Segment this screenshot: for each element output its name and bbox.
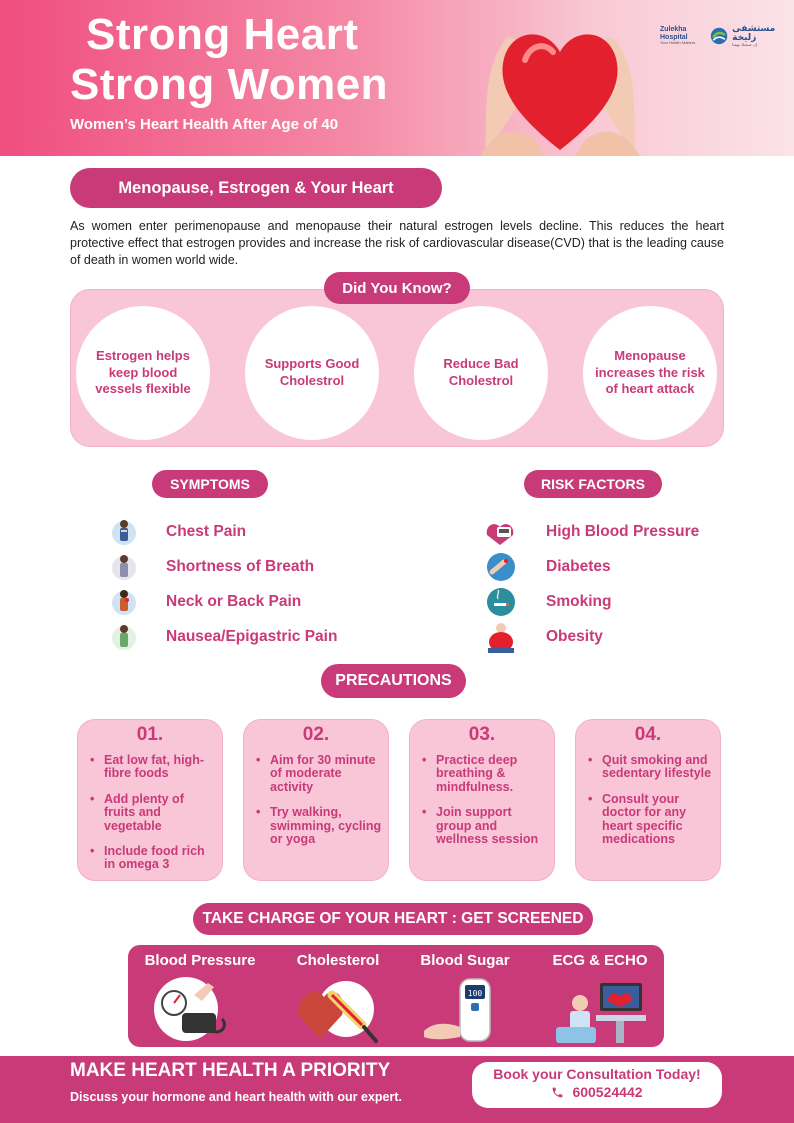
- blood-pressure-monitor-icon: [486, 524, 514, 545]
- precaution-item: Join support group and wellness session: [422, 805, 548, 846]
- logo-english: Zulekha Hospital: [660, 26, 688, 41]
- screening-label: Blood Sugar: [420, 952, 510, 969]
- precaution-item: Include food rich in omega 3: [90, 844, 216, 872]
- symptom-label: Shortness of Breath: [166, 558, 315, 575]
- logo-arabic-tag: إن صحتك تهمنا: [732, 42, 757, 47]
- header-subtitle: Women’s Heart Health After Age of 40: [70, 116, 339, 133]
- precaution-card-4: 04. Quit smoking and sedentary lifestyle…: [575, 719, 721, 881]
- title-line-1: Strong Heart: [86, 10, 359, 59]
- precaution-number: 02.: [302, 724, 330, 745]
- symptom-item: Chest Pain: [166, 523, 246, 541]
- glucometer-reading: 100: [468, 989, 483, 998]
- symptom-item: Shortness of Breath: [166, 558, 314, 576]
- risk-label: Diabetes: [546, 558, 611, 575]
- glucometer-icon: 100: [424, 978, 491, 1042]
- diabetes-icon: [487, 553, 515, 581]
- risk-label: Smoking: [546, 593, 612, 610]
- precaution-item: Try walking, swimming, cycling or yoga: [256, 805, 382, 846]
- risk-item: High Blood Pressure: [546, 523, 699, 541]
- precaution-item: Consult your doctor for any heart specif…: [588, 792, 714, 847]
- hands-holding-heart-icon: [480, 34, 640, 156]
- symptom-label: Nausea/Epigastric Pain: [166, 628, 338, 645]
- hospital-logo: Zulekha Hospital Your Health Matters مست…: [660, 22, 790, 50]
- risk-label: Obesity: [546, 628, 603, 645]
- book-consultation-label: Book your Consultation Today!: [493, 1066, 701, 1082]
- menopause-heading: Menopause, Estrogen & Your Heart: [70, 168, 442, 208]
- footer-subtitle: Discuss your hormone and heart health wi…: [70, 1090, 403, 1104]
- smoking-icon: [487, 588, 515, 616]
- obesity-icon: [488, 623, 514, 653]
- symptom-item: Neck or Back Pain: [166, 593, 301, 611]
- menopause-intro-text: As women enter perimenopause and menopau…: [70, 219, 724, 267]
- fact-circle-2: Supports Good Cholestrol: [245, 306, 379, 440]
- fact-circle-1: Estrogen helps keep blood vessels flexib…: [76, 306, 210, 440]
- ecg-echo-machine-icon: [556, 983, 646, 1043]
- symptom-label: Neck or Back Pain: [166, 593, 302, 610]
- neck-back-pain-icon: [112, 590, 136, 615]
- shortness-of-breath-icon: [112, 555, 136, 580]
- fact-circle-4: Menopause increases the risk of heart at…: [583, 306, 717, 440]
- screening-heading: TAKE CHARGE OF YOUR HEART : GET SCREENED: [193, 903, 593, 935]
- symptom-label: Chest Pain: [166, 523, 247, 540]
- precaution-item: Add plenty of fruits and vegetable: [90, 792, 216, 833]
- logo-arabic: مستشفى زليخة: [732, 24, 776, 43]
- footer-title: MAKE HEART HEALTH A PRIORITY: [70, 1060, 391, 1081]
- screening-label: Blood Pressure: [144, 952, 256, 969]
- precaution-number: 03.: [468, 724, 496, 745]
- risk-factors-heading: RISK FACTORS: [524, 470, 662, 498]
- precaution-card-1: 01. Eat low fat, high-fibre foods Add pl…: [77, 719, 223, 881]
- fact-circle-3: Reduce Bad Cholestrol: [414, 306, 548, 440]
- chest-pain-icon: [112, 520, 136, 545]
- risk-item: Smoking: [546, 593, 611, 611]
- precaution-item: Practice deep breathing & mindfulness.: [422, 753, 548, 794]
- symptom-item: Nausea/Epigastric Pain: [166, 628, 337, 646]
- precautions-heading: PRECAUTIONS: [321, 664, 466, 698]
- precaution-number: 01.: [136, 724, 164, 745]
- hospital-emblem-icon: [710, 27, 728, 45]
- nausea-icon: [112, 625, 136, 650]
- title-line-2: Strong Women: [70, 60, 389, 109]
- phone-icon: [553, 1087, 563, 1097]
- precaution-number: 04.: [634, 724, 662, 745]
- precaution-item: Eat low fat, high-fibre foods: [90, 753, 216, 781]
- did-you-know-heading: Did You Know?: [324, 272, 470, 304]
- risk-item: Diabetes: [546, 558, 611, 576]
- precaution-item: Aim for 30 minute of moderate activity: [256, 753, 382, 794]
- screening-label: Cholesterol: [296, 952, 380, 969]
- book-consultation-box[interactable]: Book your Consultation Today! 600524442: [472, 1062, 722, 1108]
- screening-label: ECG & ECHO: [552, 952, 648, 969]
- precaution-card-3: 03. Practice deep breathing & mindfulnes…: [409, 719, 555, 881]
- logo-english-tag: Your Health Matters: [660, 40, 696, 46]
- blood-pressure-cuff-icon: [154, 977, 226, 1041]
- precaution-item: Quit smoking and sedentary lifestyle: [588, 753, 714, 781]
- risk-label: High Blood Pressure: [546, 523, 700, 540]
- phone-number[interactable]: 600524442: [572, 1084, 643, 1100]
- risk-item: Obesity: [546, 628, 603, 646]
- cholesterol-artery-icon: [298, 981, 378, 1043]
- header-banner: Strong Heart Strong Women Women’s Heart …: [0, 0, 794, 156]
- precaution-card-2: 02. Aim for 30 minute of moderate activi…: [243, 719, 389, 881]
- symptoms-heading: SYMPTOMS: [152, 470, 268, 498]
